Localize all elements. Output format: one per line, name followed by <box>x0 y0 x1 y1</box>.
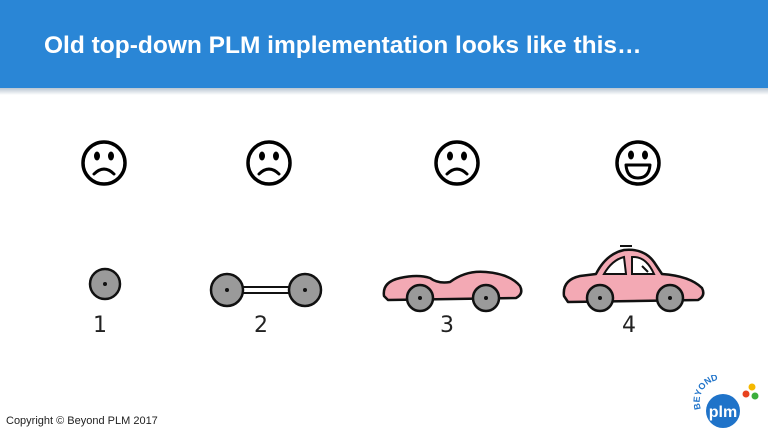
stage-number: 3 <box>440 313 454 338</box>
sad-face-icon <box>246 140 292 186</box>
axle-wheels-icon <box>209 272 323 308</box>
title-bar-shadow <box>0 88 768 95</box>
complete-car-icon <box>562 245 705 313</box>
car-body-icon <box>382 270 523 313</box>
sad-face-icon <box>81 140 127 186</box>
happy-face-icon <box>615 140 661 186</box>
logo-main-text: plm <box>709 404 737 421</box>
single-wheel-icon <box>88 267 122 301</box>
stage-number: 4 <box>622 313 636 338</box>
beyond-plm-logo: BEYOND plm <box>692 375 759 428</box>
copyright-text: Copyright © Beyond PLM 2017 <box>6 415 158 427</box>
title-bar <box>0 0 768 88</box>
slide-title: Old top-down PLM implementation looks li… <box>44 32 642 59</box>
stage-number: 1 <box>93 313 107 338</box>
stage-number: 2 <box>254 313 268 338</box>
sad-face-icon <box>434 140 480 186</box>
